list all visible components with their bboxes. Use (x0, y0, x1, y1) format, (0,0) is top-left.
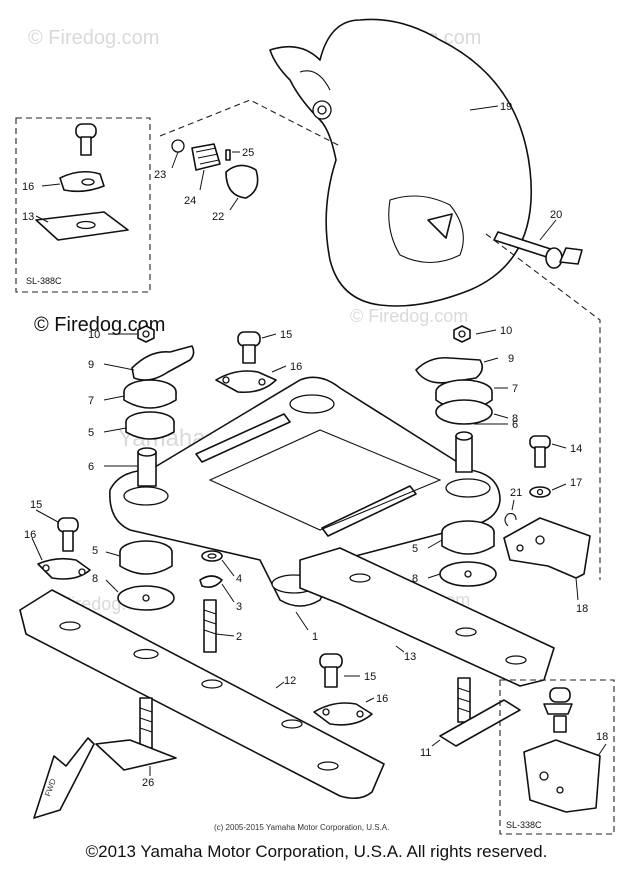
inset-label-bottom: SL-338C (506, 820, 542, 830)
callout-13: 13 (22, 211, 34, 223)
callout-5: 5 (412, 543, 418, 555)
callout-5: 5 (88, 427, 94, 439)
rail-12 (19, 589, 385, 800)
callout-10: 10 (500, 325, 512, 337)
callout-5: 5 (92, 545, 98, 557)
callout-26: 26 (142, 777, 154, 789)
callout-16: 16 (376, 693, 388, 705)
callout-20: 20 (550, 209, 562, 221)
callout-8: 8 (412, 573, 418, 585)
callout-2: 2 (236, 631, 242, 643)
callout-10: 10 (88, 329, 100, 341)
left-stud (95, 697, 177, 771)
callout-6: 6 (88, 461, 94, 473)
callout-7: 7 (88, 395, 94, 407)
callout-9: 9 (508, 353, 514, 365)
watermark-left: © Firedog.com (34, 314, 165, 336)
callout-25: 25 (242, 147, 254, 159)
callout-14: 14 (570, 443, 582, 455)
callout-24: 24 (184, 195, 196, 207)
copyright-notice: ©2013 Yamaha Motor Corporation, U.S.A. A… (85, 842, 548, 861)
callout-6: 6 (512, 419, 518, 431)
callout-16: 16 (290, 361, 302, 373)
right-upper-mount (415, 325, 493, 473)
left-upper-mount (123, 325, 195, 487)
right-bracket (503, 513, 591, 579)
callout-18: 18 (576, 603, 588, 615)
guide-line (159, 99, 341, 147)
right-lower-mount (439, 520, 497, 587)
callout-18: 18 (596, 731, 608, 743)
callout-23: 23 (154, 169, 166, 181)
callout-12: 12 (284, 675, 296, 687)
fine-print: (c) 2005-2015 Yamaha Motor Corporation, … (214, 823, 389, 832)
right-stud (439, 677, 521, 747)
watermark-mid: © Firedog.com (350, 306, 468, 326)
lower-center-bolt (313, 653, 373, 726)
callout-16: 16 (24, 529, 36, 541)
cover-pin (493, 231, 583, 269)
upper-center-bolt (215, 331, 277, 394)
callout-1: 1 (312, 631, 318, 643)
cap-assembly (171, 139, 259, 199)
callout-13: 13 (404, 651, 416, 663)
inset-sl-338c: 18 SL-338C (499, 679, 615, 835)
left-lower-mount (37, 517, 223, 653)
watermark-top-left: © Firedog.com (28, 27, 159, 49)
callout-3: 3 (236, 601, 242, 613)
callout-16: 16 (22, 181, 34, 193)
fan-cover (269, 18, 532, 307)
fwd-arrow: FWD (33, 737, 95, 819)
callout-22: 22 (212, 211, 224, 223)
callout-8: 8 (512, 413, 518, 425)
callout-15: 15 (364, 671, 376, 683)
rail-13 (299, 547, 555, 687)
callout-4: 4 (236, 573, 242, 585)
inset-label-top: SL-388C (26, 276, 62, 286)
callout-8: 8 (92, 573, 98, 585)
callout-7: 7 (512, 383, 518, 395)
guide-line (485, 233, 601, 580)
callout-21: 21 (510, 487, 522, 499)
callout-19: 19 (500, 101, 512, 113)
inset-sl-388c: 16 13 SL-388C (15, 117, 151, 293)
callout-11: 11 (420, 747, 431, 759)
callout-9: 9 (88, 359, 94, 371)
callout-17: 17 (570, 477, 582, 489)
callout-15: 15 (280, 329, 292, 341)
callout-15: 15 (30, 499, 42, 511)
right-bolt (529, 435, 551, 498)
